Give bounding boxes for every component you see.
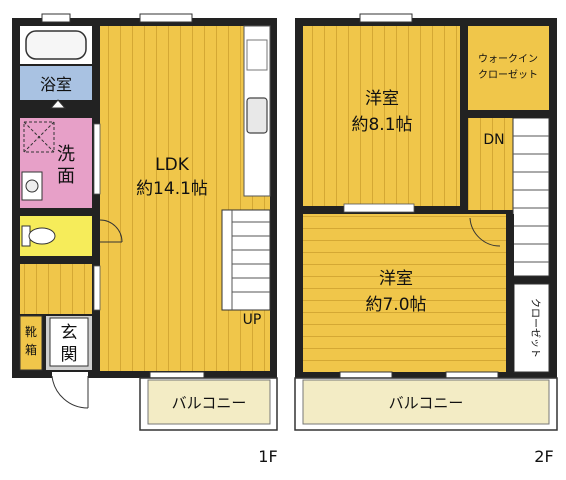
stairs-first-floor xyxy=(221,209,271,311)
bath-label: 浴室 xyxy=(40,75,72,94)
stair-up-label: UP xyxy=(243,312,262,328)
kitchen-sink xyxy=(246,97,268,134)
walk-in-closet xyxy=(468,26,549,110)
first-floor-label: 1F xyxy=(258,447,277,466)
western2-name-label: 洋室 xyxy=(379,269,413,289)
shoe-box-label-1: 靴 xyxy=(25,325,37,339)
washing-machine-icon xyxy=(23,121,55,153)
western1-size-label: 約8.1帖 xyxy=(351,115,412,135)
western1-name-label: 洋室 xyxy=(365,89,399,109)
closet-label: クローゼット xyxy=(529,298,541,358)
window-bath-top xyxy=(41,13,71,23)
stairs-second-floor xyxy=(512,117,550,277)
bathtub-icon xyxy=(25,30,87,60)
shoe-box xyxy=(19,315,43,371)
stove xyxy=(246,39,268,71)
window-ldk-top xyxy=(139,13,193,23)
second-floor xyxy=(294,13,558,431)
balcony-1f-label: バルコニー xyxy=(172,394,247,412)
first-floor xyxy=(12,13,278,431)
balcony-2f-label: バルコニー xyxy=(389,394,464,412)
ldk-size-label: 約14.1帖 xyxy=(136,179,208,199)
ldk-floor xyxy=(100,26,270,371)
entrance-label-1: 玄 xyxy=(61,323,78,343)
wash-label-2: 面 xyxy=(57,166,75,187)
hallway-floor xyxy=(20,264,92,314)
entrance-label-box xyxy=(49,317,89,367)
western-room-1 xyxy=(303,26,460,206)
bath-room xyxy=(20,66,92,100)
walkin-label-2: クローゼット xyxy=(478,69,538,81)
hall-second-floor xyxy=(468,118,513,210)
western-room-2 xyxy=(303,214,508,372)
stair-down-label: DN xyxy=(483,132,504,148)
entrance-door-gap xyxy=(52,372,88,380)
second-floor-label: 2F xyxy=(534,447,553,466)
entrance-label-2: 関 xyxy=(61,345,78,365)
western2-size-label: 約7.0帖 xyxy=(365,295,426,315)
toilet-bowl-icon xyxy=(28,227,56,245)
shoe-box-label-2: 箱 xyxy=(25,342,37,357)
closet xyxy=(513,283,550,373)
bath-door-icon xyxy=(49,99,67,109)
ldk-name-label: LDK xyxy=(155,155,190,175)
wash-label-1: 洗 xyxy=(57,144,75,165)
walkin-label-1: ウォークイン xyxy=(478,53,538,65)
window-western1-top xyxy=(359,13,413,23)
